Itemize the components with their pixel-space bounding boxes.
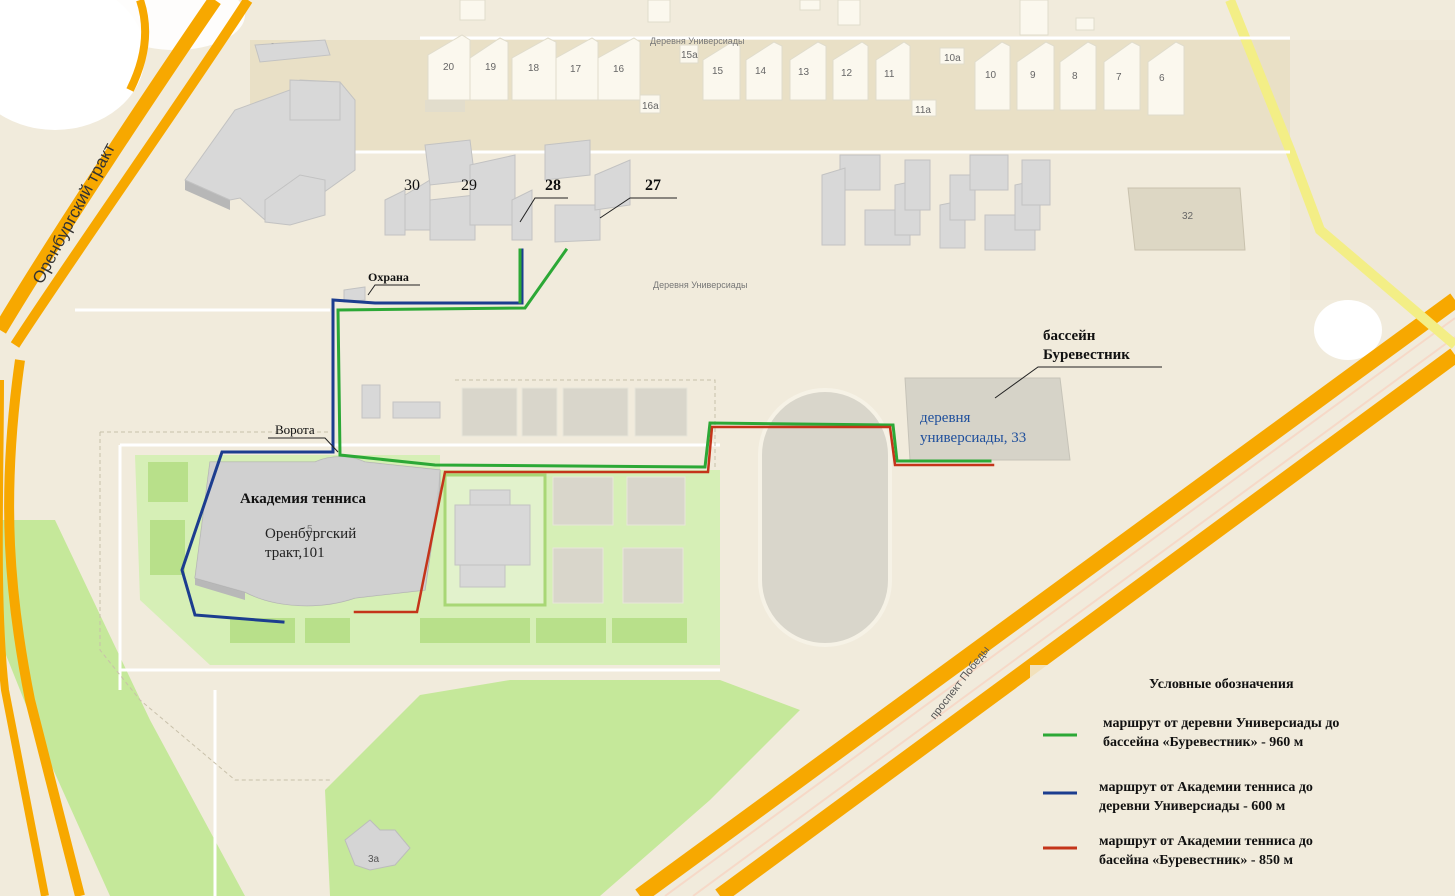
legend-title: Условные обозначения — [1149, 677, 1294, 692]
tennis-academy-name: Академия тенниса — [240, 491, 367, 507]
house-number: 10 — [985, 70, 997, 81]
small-buildings — [343, 286, 441, 419]
building-3a — [344, 819, 411, 871]
village-label-mid: Деревня Универсиады — [653, 280, 748, 290]
gate-label: Ворота — [275, 422, 315, 437]
building-5-label: 5 — [307, 524, 313, 535]
route-green — [336, 247, 992, 469]
minor-roads — [75, 36, 1290, 896]
legend: Условные обозначения маршрут от деревни … — [1030, 665, 1450, 890]
left-building-complex — [184, 39, 356, 226]
building-32-label: 32 — [1182, 211, 1194, 222]
pool-address-line2: универсиады, 33 — [920, 430, 1026, 446]
house-number: 20 — [443, 62, 455, 73]
legend-item-blue-line2: деревни Универсиады - 600 м — [1099, 799, 1286, 814]
building-30-label: 30 — [404, 177, 420, 194]
pool-address-line1: деревня — [920, 410, 971, 426]
haze-right — [1314, 300, 1382, 360]
tennis-courts — [461, 387, 688, 604]
house-number: 18 — [528, 63, 540, 74]
building-3a-label: 3а — [368, 854, 380, 865]
leader-lines — [268, 197, 1162, 453]
legend-item-blue-line1: маршрут от Академии тенниса до — [1099, 780, 1313, 795]
right-building-cluster — [821, 154, 1051, 251]
route-blue-segment — [180, 248, 524, 624]
security-label: Охрана — [368, 270, 409, 284]
pool-name-line2: Буревестник — [1043, 347, 1130, 363]
house-number: 11 — [884, 69, 895, 80]
house-number: 15а — [681, 50, 698, 61]
building-27-label: 27 — [645, 177, 661, 194]
village-houses — [425, 0, 1185, 117]
house-number: 16 — [613, 64, 625, 75]
stadium-track — [758, 388, 892, 647]
route-green-segment — [336, 247, 992, 469]
tennis-center-stand — [454, 489, 531, 588]
house-number: 9 — [1030, 70, 1036, 81]
house-number: 6 — [1159, 73, 1165, 84]
house-number: 8 — [1072, 71, 1078, 82]
village-label-top: Деревня Универсиады — [650, 36, 745, 46]
pool-building — [904, 377, 1071, 461]
haze-top-left — [0, 0, 145, 130]
legend-background — [1030, 665, 1450, 890]
house-number: 10а — [944, 53, 961, 64]
green-strip-left — [0, 520, 245, 896]
green-park-bottom — [325, 680, 800, 896]
house-number: 11а — [915, 105, 931, 116]
legend-item-green-line2: бассейна «Буревестник» - 960 м — [1103, 735, 1304, 750]
village-lower-zone — [1290, 40, 1455, 300]
building-28-label: 28 — [545, 177, 561, 194]
building-29-label: 29 — [461, 177, 477, 194]
house-number: 15 — [712, 66, 724, 77]
dormitory-buildings — [384, 139, 631, 243]
house-number: 17 — [570, 64, 582, 75]
house-number: 7 — [1116, 72, 1122, 83]
building-32 — [1127, 187, 1246, 251]
route-red-segment — [353, 425, 995, 614]
house-number: 13 — [798, 67, 810, 78]
house-number: 19 — [485, 62, 497, 73]
route-blue — [180, 248, 524, 624]
dashed-fence — [99, 379, 716, 781]
legend-item-green-line1: маршрут от деревни Универсиады до — [1103, 716, 1339, 731]
pool-name-line1: бассейн — [1043, 328, 1096, 344]
house-number: 14 — [755, 66, 767, 77]
tennis-academy-building — [194, 456, 441, 607]
tennis-address-line1: Оренбургский — [265, 526, 356, 542]
house-number: 16а — [642, 101, 659, 112]
legend-item-red-line2: басейна «Буревестник» - 850 м — [1099, 853, 1294, 868]
tennis-address-line2: тракт,101 — [265, 545, 325, 561]
route-red — [353, 425, 995, 614]
legend-item-red-line1: маршрут от Академии тенниса до — [1099, 834, 1313, 849]
house-number: 12 — [841, 68, 853, 79]
